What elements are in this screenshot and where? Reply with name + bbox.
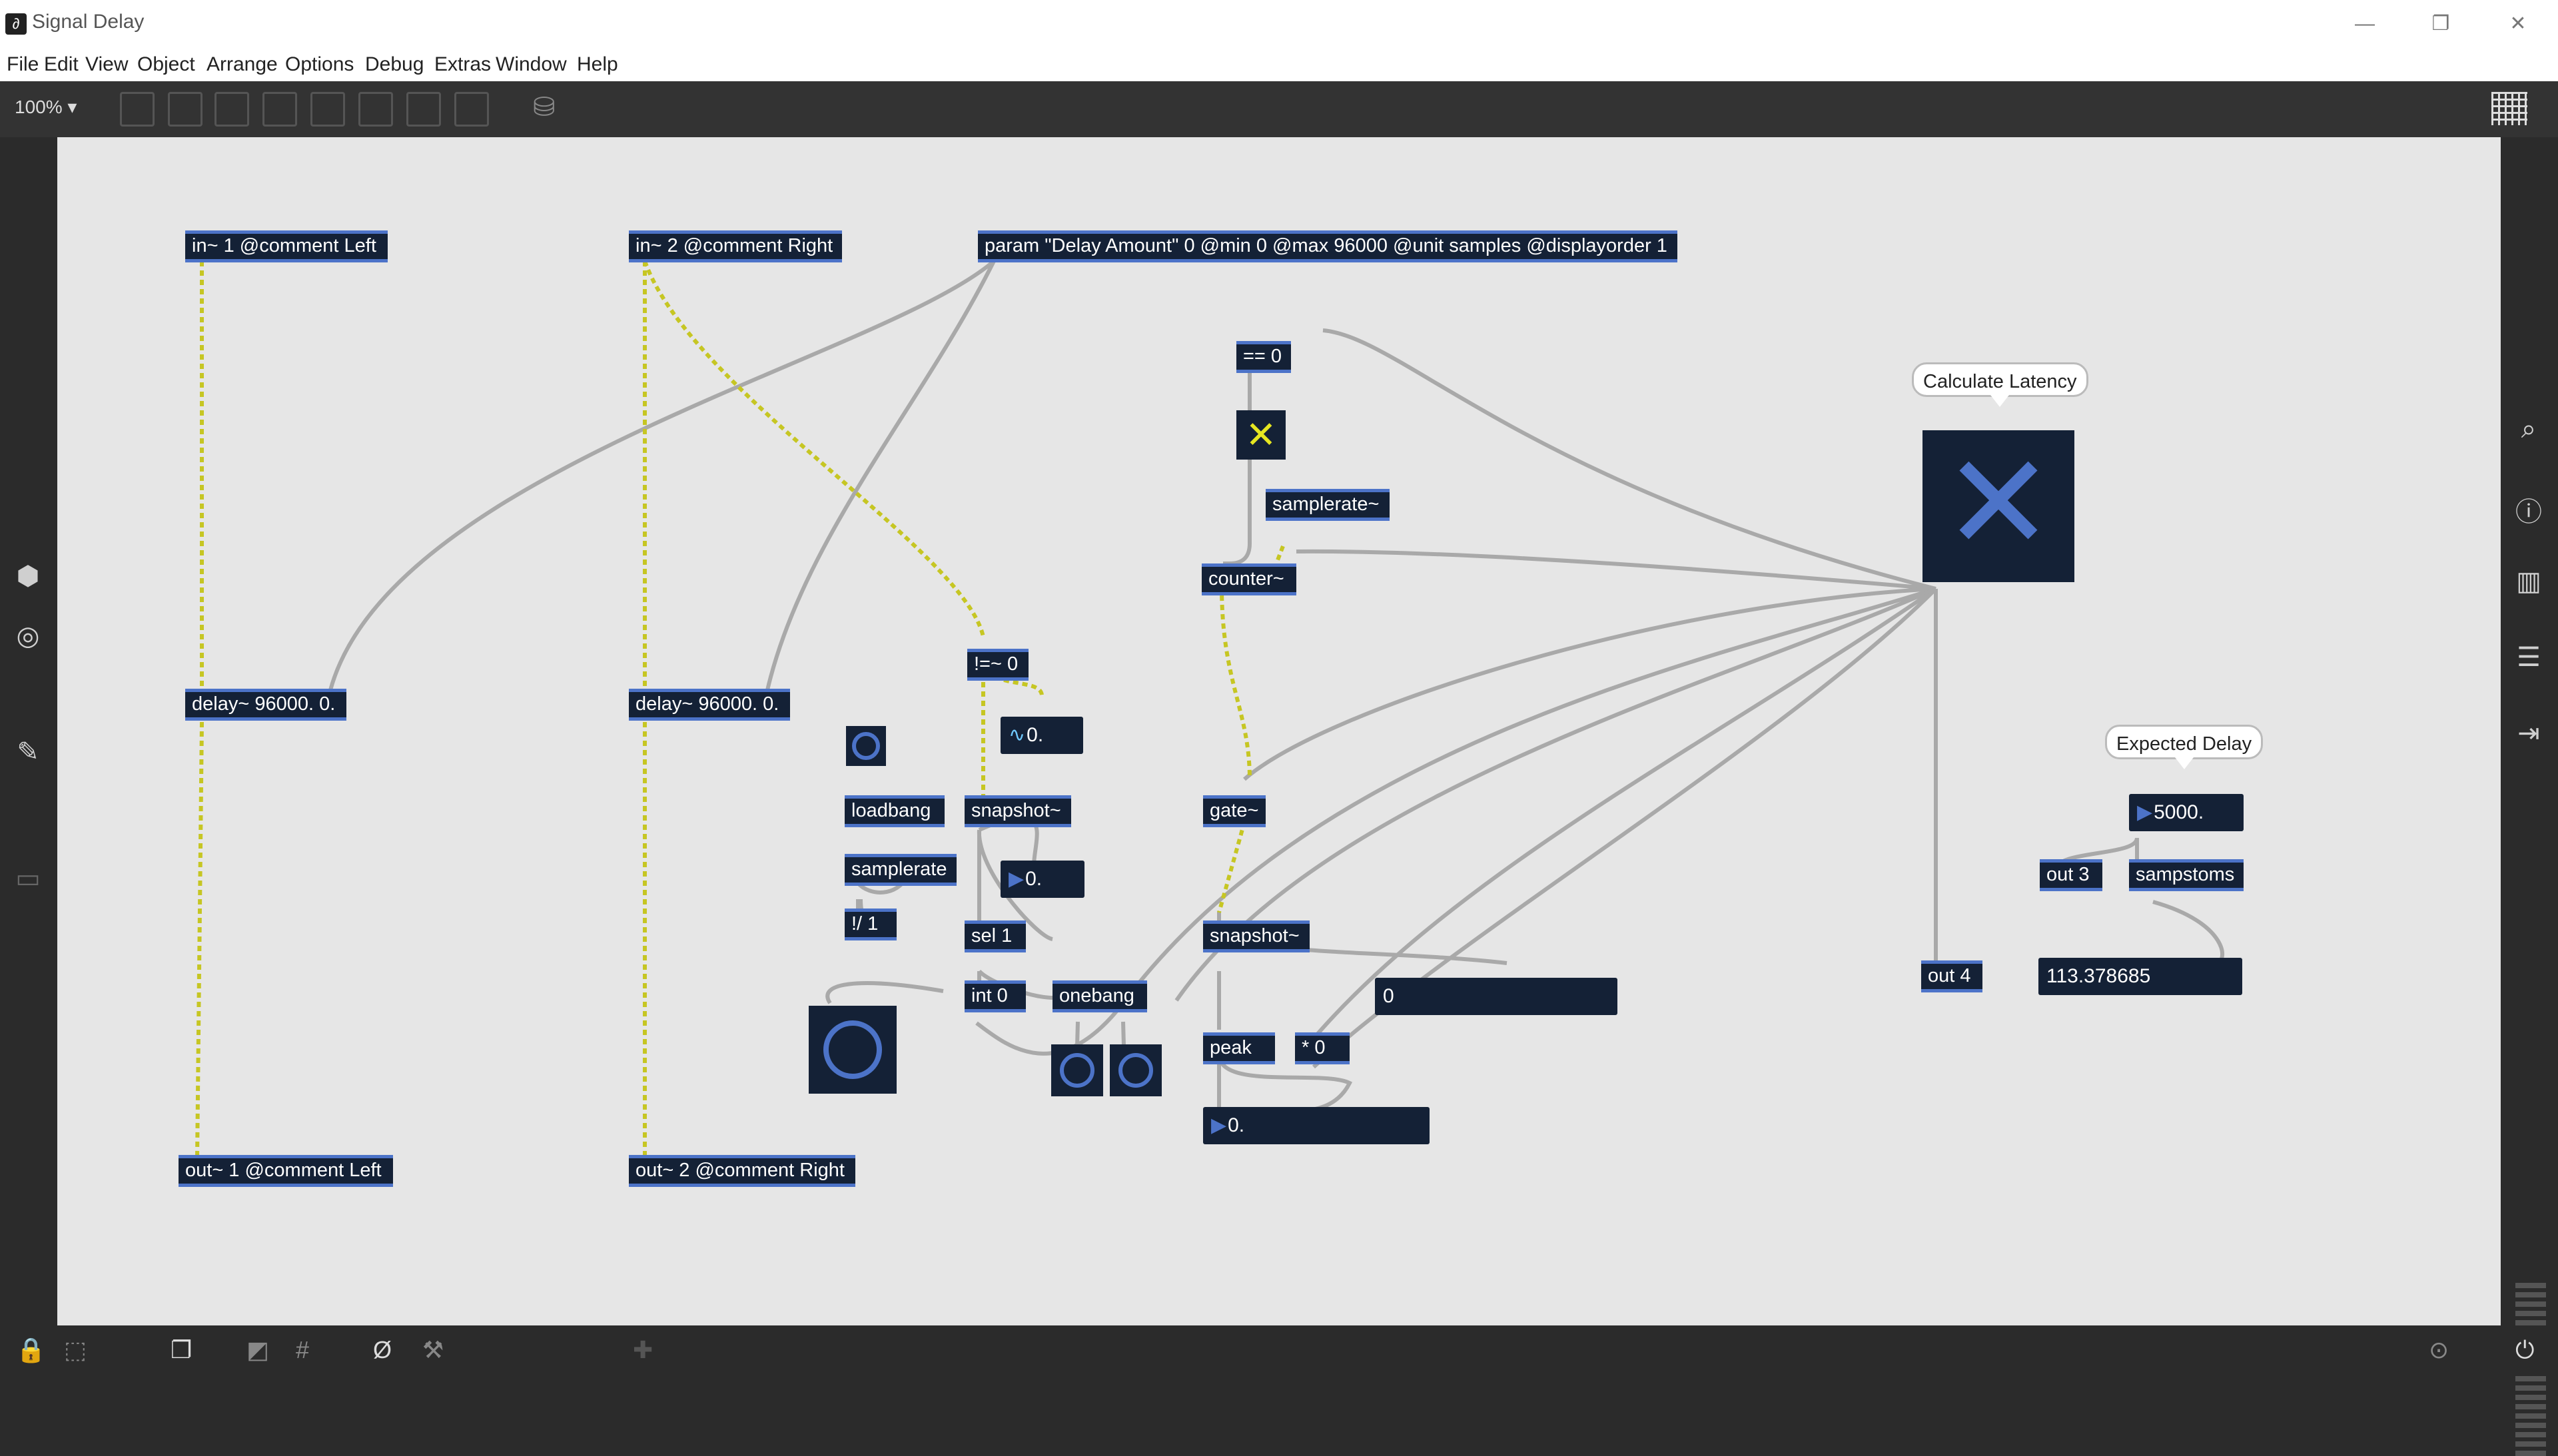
menu-bar: File Edit View Object Arrange Options De…: [0, 48, 2558, 81]
debug-icon[interactable]: Ø: [373, 1336, 392, 1363]
reverse-divide-object[interactable]: !/ 1: [845, 909, 897, 940]
windows-icon[interactable]: ❐: [171, 1336, 193, 1363]
menu-arrange[interactable]: Arrange: [207, 53, 278, 75]
zoom-select[interactable]: 100% ▾: [15, 97, 77, 117]
new-number-icon[interactable]: [358, 92, 393, 127]
lock-icon[interactable]: 🔒: [16, 1336, 46, 1363]
grid-icon[interactable]: #: [296, 1336, 310, 1363]
new-slider-icon[interactable]: [406, 92, 441, 127]
new-button-icon[interactable]: [262, 92, 297, 127]
onebang-object[interactable]: onebang: [1053, 980, 1147, 1012]
not-equal-signal-object[interactable]: !=~ 0: [967, 649, 1029, 681]
menu-debug[interactable]: Debug: [365, 53, 424, 75]
out-left-object[interactable]: out~ 1 @comment Left: [179, 1155, 393, 1187]
snapshot-object-2[interactable]: snapshot~: [1203, 920, 1310, 952]
signal-number-box[interactable]: ∿0.: [1001, 717, 1083, 754]
samplerate-signal-object[interactable]: samplerate~: [1266, 489, 1390, 521]
right-sidebar: ⌕ ⓘ ▥ ☰ ⇥: [2501, 137, 2558, 1456]
presentation-icon[interactable]: ▭: [15, 864, 41, 893]
title-bar: ∂ Signal Delay — ❐ ✕: [0, 0, 2558, 48]
new-toggle-icon[interactable]: [310, 92, 345, 127]
new-comment-icon[interactable]: [214, 92, 249, 127]
out3-object[interactable]: out 3: [2040, 859, 2102, 891]
export-icon[interactable]: ⇥: [2517, 719, 2540, 748]
menu-object[interactable]: Object: [137, 53, 195, 75]
peak-object[interactable]: peak: [1203, 1032, 1275, 1064]
expected-delay-comment: Expected Delay: [2105, 725, 2264, 769]
menu-window[interactable]: Window: [496, 53, 567, 75]
package-icon[interactable]: ⬢: [16, 561, 40, 591]
bang-button-left[interactable]: [1051, 1044, 1103, 1096]
list-icon[interactable]: ☰: [2517, 643, 2541, 672]
bang-button-right[interactable]: [1110, 1044, 1162, 1096]
int-display-box: 0: [1375, 978, 1617, 1015]
toggle-small[interactable]: ✕: [1236, 410, 1286, 460]
menu-help[interactable]: Help: [577, 53, 618, 75]
info-icon[interactable]: ⓘ: [2515, 498, 2542, 527]
sampstoms-object[interactable]: sampstoms: [2129, 859, 2244, 891]
in-right-object[interactable]: in~ 2 @comment Right: [629, 230, 842, 262]
multiply-zero-object[interactable]: * 0: [1295, 1032, 1350, 1064]
new-panel-icon[interactable]: [454, 92, 489, 127]
sel-object[interactable]: sel 1: [965, 920, 1026, 952]
delay-right-object[interactable]: delay~ 96000. 0.: [629, 689, 790, 721]
paperclip-icon[interactable]: ✎: [17, 737, 39, 767]
patcher-toolbar: 100% ▾ ⛁: [0, 81, 2558, 137]
new-object-icon[interactable]: [120, 92, 155, 127]
restore-button[interactable]: ❐: [2431, 13, 2450, 35]
delay-left-object[interactable]: delay~ 96000. 0.: [185, 689, 346, 721]
loadbang-bang-button[interactable]: [846, 726, 886, 766]
grid-view-icon[interactable]: [2491, 92, 2527, 125]
calculate-latency-comment: Calculate Latency: [1912, 362, 2088, 407]
close-button[interactable]: ✕: [2509, 13, 2527, 35]
minimize-button[interactable]: —: [2355, 13, 2375, 35]
power-icon[interactable]: ⏻: [2515, 1336, 2535, 1363]
counter-object[interactable]: counter~: [1202, 563, 1296, 595]
gate-object[interactable]: gate~: [1203, 795, 1266, 827]
paint-bucket-icon[interactable]: ⛁: [533, 93, 556, 122]
param-object[interactable]: param "Delay Amount" 0 @min 0 @max 96000…: [978, 230, 1677, 262]
loadbang-object[interactable]: loadbang: [845, 795, 945, 827]
hammer-icon[interactable]: ⚒: [422, 1336, 444, 1363]
reference-icon[interactable]: ▥: [2516, 567, 2541, 596]
left-sidebar: ⬢ ◎ ✎ ▭: [0, 137, 57, 1325]
add-icon[interactable]: ✚: [633, 1336, 653, 1363]
window-title: Signal Delay: [32, 11, 145, 33]
snapshot-object-1[interactable]: snapshot~: [965, 795, 1071, 827]
menu-view[interactable]: View: [85, 53, 129, 75]
bang-button-large[interactable]: [809, 1006, 897, 1094]
ms-display-box: 113.378685: [2038, 958, 2242, 995]
peak-number-box[interactable]: ▶0.: [1203, 1107, 1430, 1144]
target-icon[interactable]: ◎: [16, 621, 40, 651]
equals-zero-object[interactable]: == 0: [1236, 341, 1291, 373]
in-left-object[interactable]: in~ 1 @comment Left: [185, 230, 388, 262]
max-icon: ∂: [5, 13, 27, 35]
samplerate-object[interactable]: samplerate: [845, 854, 957, 886]
presentation-toggle-icon[interactable]: ⬚: [64, 1336, 87, 1363]
expected-delay-number-box[interactable]: ▶5000.: [2129, 794, 2244, 831]
menu-file[interactable]: File: [7, 53, 39, 75]
calculate-latency-toggle[interactable]: ✕: [1922, 430, 2074, 582]
patcher-canvas[interactable]: in~ 1 @comment Left in~ 2 @comment Right…: [57, 137, 2501, 1325]
out4-object[interactable]: out 4: [1921, 960, 1982, 992]
bottom-toolbar: 🔒 ⬚ ❐ ◩ # Ø ⚒ ✚ ⊙ ⏻: [0, 1325, 2558, 1375]
search-icon[interactable]: ⌕: [2521, 414, 2537, 444]
menu-edit[interactable]: Edit: [44, 53, 79, 75]
int-object[interactable]: int 0: [965, 980, 1026, 1012]
menu-options[interactable]: Options: [285, 53, 354, 75]
new-message-icon[interactable]: [168, 92, 203, 127]
out-right-object[interactable]: out~ 2 @comment Right: [629, 1155, 855, 1187]
audio-play-icon[interactable]: ⊙: [2429, 1336, 2449, 1363]
menu-extras[interactable]: Extras: [434, 53, 492, 75]
float-number-box-1[interactable]: ▶0.: [1001, 861, 1084, 898]
mute-icon[interactable]: ◩: [246, 1336, 270, 1363]
